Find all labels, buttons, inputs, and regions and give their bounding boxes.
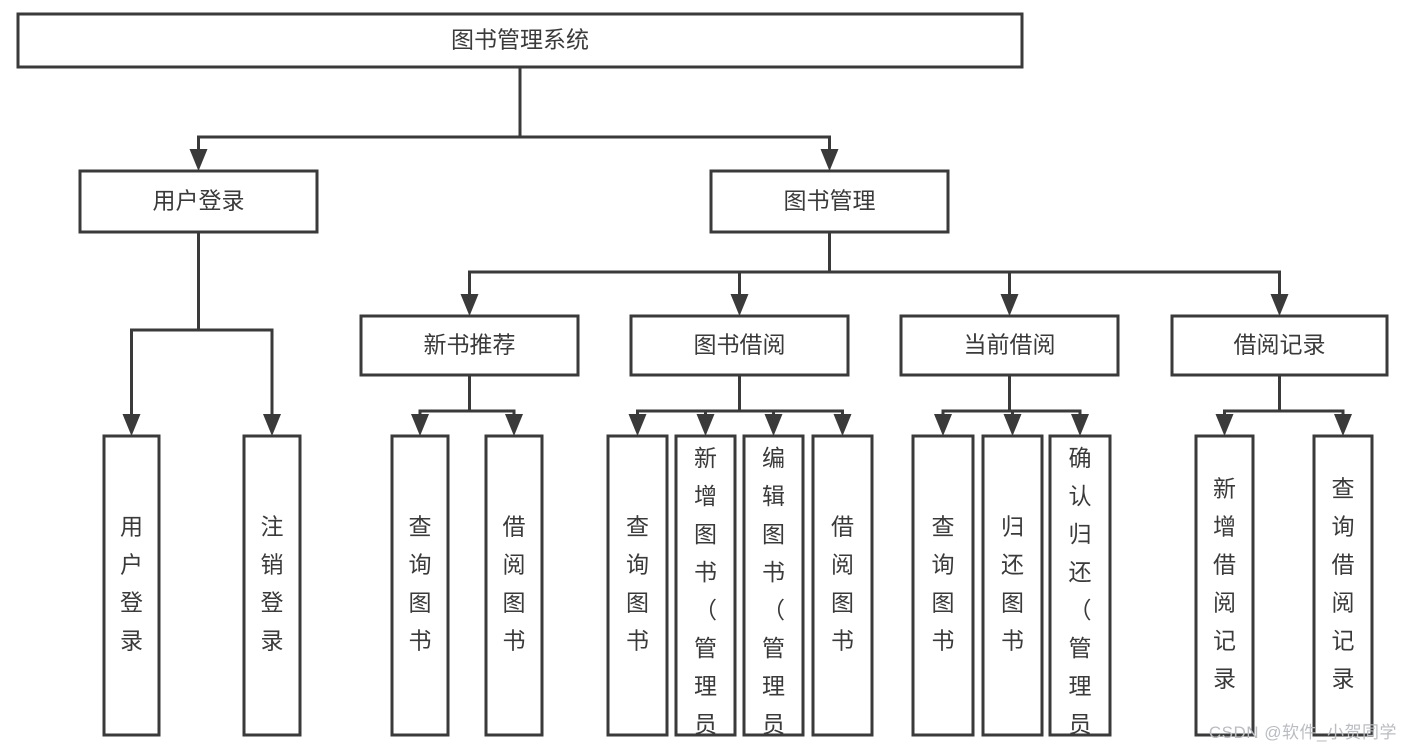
arrow-head-icon	[1270, 294, 1289, 316]
node-leaf-12-查询借阅记录[interactable]: 查询借阅记录	[1312, 434, 1374, 737]
arrow-head-icon	[1215, 414, 1234, 436]
node-leaf-9-归还图书-box[interactable]	[981, 434, 1044, 737]
node-l2-借阅记录-label: 借阅记录	[1234, 332, 1326, 358]
node-leaf-10-确认归还管理员-box[interactable]	[1048, 434, 1112, 737]
node-leaf-12-查询借阅记录-label: 查询借阅记录	[1332, 476, 1355, 692]
node-leaf-7-借阅图书-label: 借阅图书	[831, 514, 854, 654]
node-leaf-8-查询图书-box[interactable]	[911, 434, 975, 737]
node-leaf-5-新增图书管理员[interactable]: 新增图书（管理员）	[674, 434, 737, 747]
node-leaf-5-新增图书管理员-label: 新增图书（管理员）	[694, 445, 717, 747]
node-leaf-10-确认归还管理员-label: 确认归还（管理员）	[1069, 445, 1092, 747]
arrow-head-icon	[1334, 414, 1352, 436]
node-l2-当前借阅-box[interactable]	[899, 314, 1120, 377]
node-l2-图书借阅-box[interactable]	[629, 314, 850, 377]
node-leaf-6-编辑图书管理员[interactable]: 编辑图书（管理员）	[742, 434, 805, 747]
node-leaf-4-查询图书-box[interactable]	[606, 434, 669, 737]
node-l1-图书管理[interactable]: 图书管理	[709, 169, 950, 234]
node-leaf-3-借阅图书-label: 借阅图书	[503, 514, 526, 654]
node-root-图书管理系统[interactable]: 图书管理系统	[16, 12, 1024, 69]
node-leaf-7-借阅图书-box[interactable]	[811, 434, 874, 737]
arrow-head-icon	[263, 414, 281, 436]
node-leaf-9-归还图书-label: 归还图书	[1001, 514, 1024, 654]
arrow-head-icon	[696, 414, 715, 436]
node-leaf-11-新增借阅记录-box[interactable]	[1194, 434, 1255, 737]
node-l2-新书推荐-box[interactable]	[359, 314, 580, 377]
node-l1-用户登录[interactable]: 用户登录	[78, 169, 319, 234]
arrow-head-icon	[189, 149, 208, 171]
node-l1-用户登录-box[interactable]	[78, 169, 319, 234]
node-leaf-0-用户登录-box[interactable]	[102, 434, 161, 737]
node-leaf-1-注销登录-box[interactable]	[242, 434, 302, 737]
node-leaf-2-查询图书-box[interactable]	[390, 434, 450, 737]
node-root-图书管理系统-box[interactable]	[16, 12, 1024, 69]
node-l2-图书借阅[interactable]: 图书借阅	[629, 314, 850, 377]
node-leaf-0-用户登录[interactable]: 用户登录	[102, 434, 161, 737]
node-l2-新书推荐[interactable]: 新书推荐	[359, 314, 580, 377]
node-leaf-6-编辑图书管理员-label: 编辑图书（管理员）	[762, 445, 785, 747]
node-leaf-12-查询借阅记录-box[interactable]	[1312, 434, 1374, 737]
node-leaf-2-查询图书[interactable]: 查询图书	[390, 434, 450, 737]
node-l1-图书管理-label: 图书管理	[784, 188, 876, 214]
node-leaf-8-查询图书-label: 查询图书	[932, 514, 955, 654]
arrow-head-icon	[1003, 414, 1022, 436]
watermark-label: CSDN @软件_小贺同学	[1208, 723, 1397, 742]
node-l2-当前借阅-label: 当前借阅	[964, 332, 1056, 358]
node-leaf-4-查询图书-label: 查询图书	[626, 514, 649, 654]
node-leaf-6-编辑图书管理员-box[interactable]	[742, 434, 805, 737]
arrow-head-icon	[934, 414, 952, 436]
arrow-head-icon	[820, 149, 839, 171]
node-leaf-7-借阅图书[interactable]: 借阅图书	[811, 434, 874, 737]
arrow-head-icon	[460, 294, 479, 316]
node-leaf-3-借阅图书[interactable]: 借阅图书	[484, 434, 544, 737]
node-leaf-11-新增借阅记录[interactable]: 新增借阅记录	[1194, 434, 1255, 737]
arrow-head-icon	[411, 414, 429, 436]
node-l2-借阅记录-box[interactable]	[1170, 314, 1389, 377]
node-leaf-1-注销登录-label: 注销登录	[261, 514, 284, 654]
node-l1-图书管理-box[interactable]	[709, 169, 950, 234]
arrow-head-icon	[1000, 294, 1019, 316]
node-leaf-8-查询图书[interactable]: 查询图书	[911, 434, 975, 737]
arrow-head-icon	[730, 294, 749, 316]
node-leaf-5-新增图书管理员-box[interactable]	[674, 434, 737, 737]
node-leaf-3-借阅图书-box[interactable]	[484, 434, 544, 737]
arrow-head-icon	[1071, 414, 1089, 436]
node-root-图书管理系统-label: 图书管理系统	[451, 27, 589, 53]
node-l2-当前借阅[interactable]: 当前借阅	[899, 314, 1120, 377]
arrow-head-icon	[505, 414, 523, 436]
arrow-head-icon	[122, 414, 141, 436]
node-l2-新书推荐-label: 新书推荐	[424, 332, 516, 358]
node-layer: 图书管理系统用户登录图书管理新书推荐图书借阅当前借阅借阅记录用户登录注销登录查询…	[16, 12, 1389, 747]
node-leaf-0-用户登录-label: 用户登录	[120, 514, 143, 654]
node-leaf-11-新增借阅记录-label: 新增借阅记录	[1213, 476, 1236, 692]
node-leaf-2-查询图书-label: 查询图书	[409, 514, 432, 654]
connector-layer	[122, 65, 1352, 436]
node-leaf-1-注销登录[interactable]: 注销登录	[242, 434, 302, 737]
node-l2-图书借阅-label: 图书借阅	[694, 332, 786, 358]
arrow-head-icon	[628, 414, 647, 436]
node-leaf-9-归还图书[interactable]: 归还图书	[981, 434, 1044, 737]
node-leaf-4-查询图书[interactable]: 查询图书	[606, 434, 669, 737]
node-l2-借阅记录[interactable]: 借阅记录	[1170, 314, 1389, 377]
node-leaf-10-确认归还管理员[interactable]: 确认归还（管理员）	[1048, 434, 1112, 747]
node-l1-用户登录-label: 用户登录	[153, 188, 245, 214]
arrow-head-icon	[833, 414, 852, 436]
arrow-head-icon	[764, 414, 783, 436]
